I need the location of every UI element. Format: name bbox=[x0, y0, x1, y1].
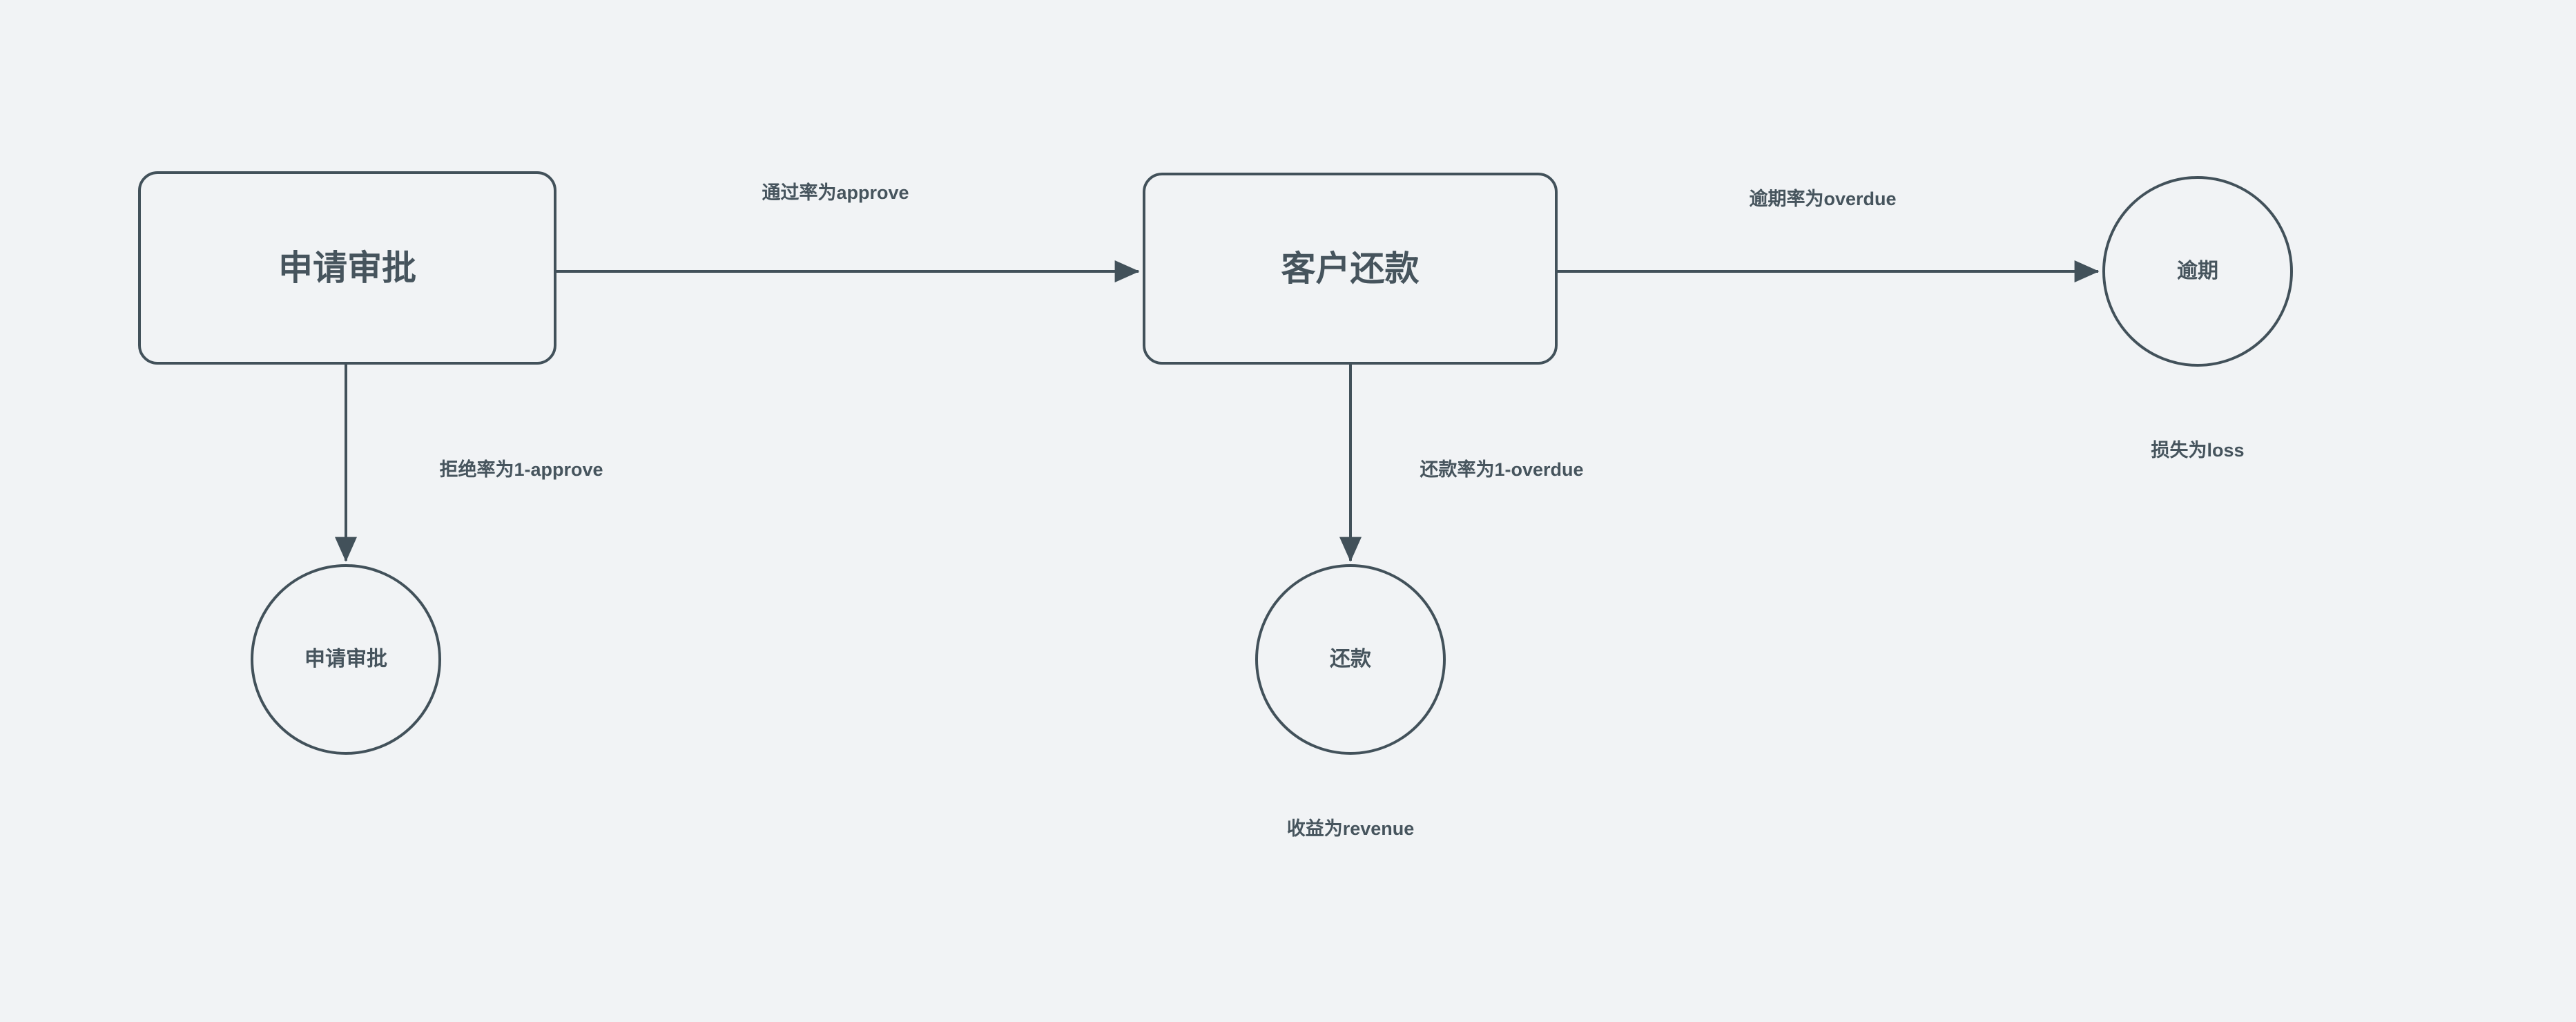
caption-repayment-revenue: 收益为revenue bbox=[1286, 818, 1415, 839]
node-overdue-label: 逾期 bbox=[2177, 260, 2218, 282]
node-customer-repay[interactable]: 客户还款 bbox=[1143, 173, 1558, 365]
node-customer-repay-label: 客户还款 bbox=[1281, 249, 1420, 288]
edge-label-repay: 还款率为1-overdue bbox=[1420, 459, 1584, 480]
node-repayment[interactable]: 还款 bbox=[1255, 564, 1446, 755]
node-apply-approve-label: 申请审批 bbox=[278, 249, 416, 287]
node-repayment-label: 还款 bbox=[1330, 648, 1371, 671]
node-apply-approve[interactable]: 申请审批 bbox=[138, 171, 556, 365]
edge-label-reject: 拒绝率为1-approve bbox=[439, 459, 603, 480]
caption-overdue-loss: 损失为loss bbox=[2151, 440, 2245, 461]
edge-label-approve: 通过率为approve bbox=[762, 182, 909, 203]
node-reject-label: 申请审批 bbox=[304, 648, 387, 671]
node-overdue[interactable]: 逾期 bbox=[2102, 176, 2293, 367]
node-reject[interactable]: 申请审批 bbox=[251, 564, 441, 755]
edge-label-overdue: 逾期率为overdue bbox=[1749, 189, 1897, 209]
